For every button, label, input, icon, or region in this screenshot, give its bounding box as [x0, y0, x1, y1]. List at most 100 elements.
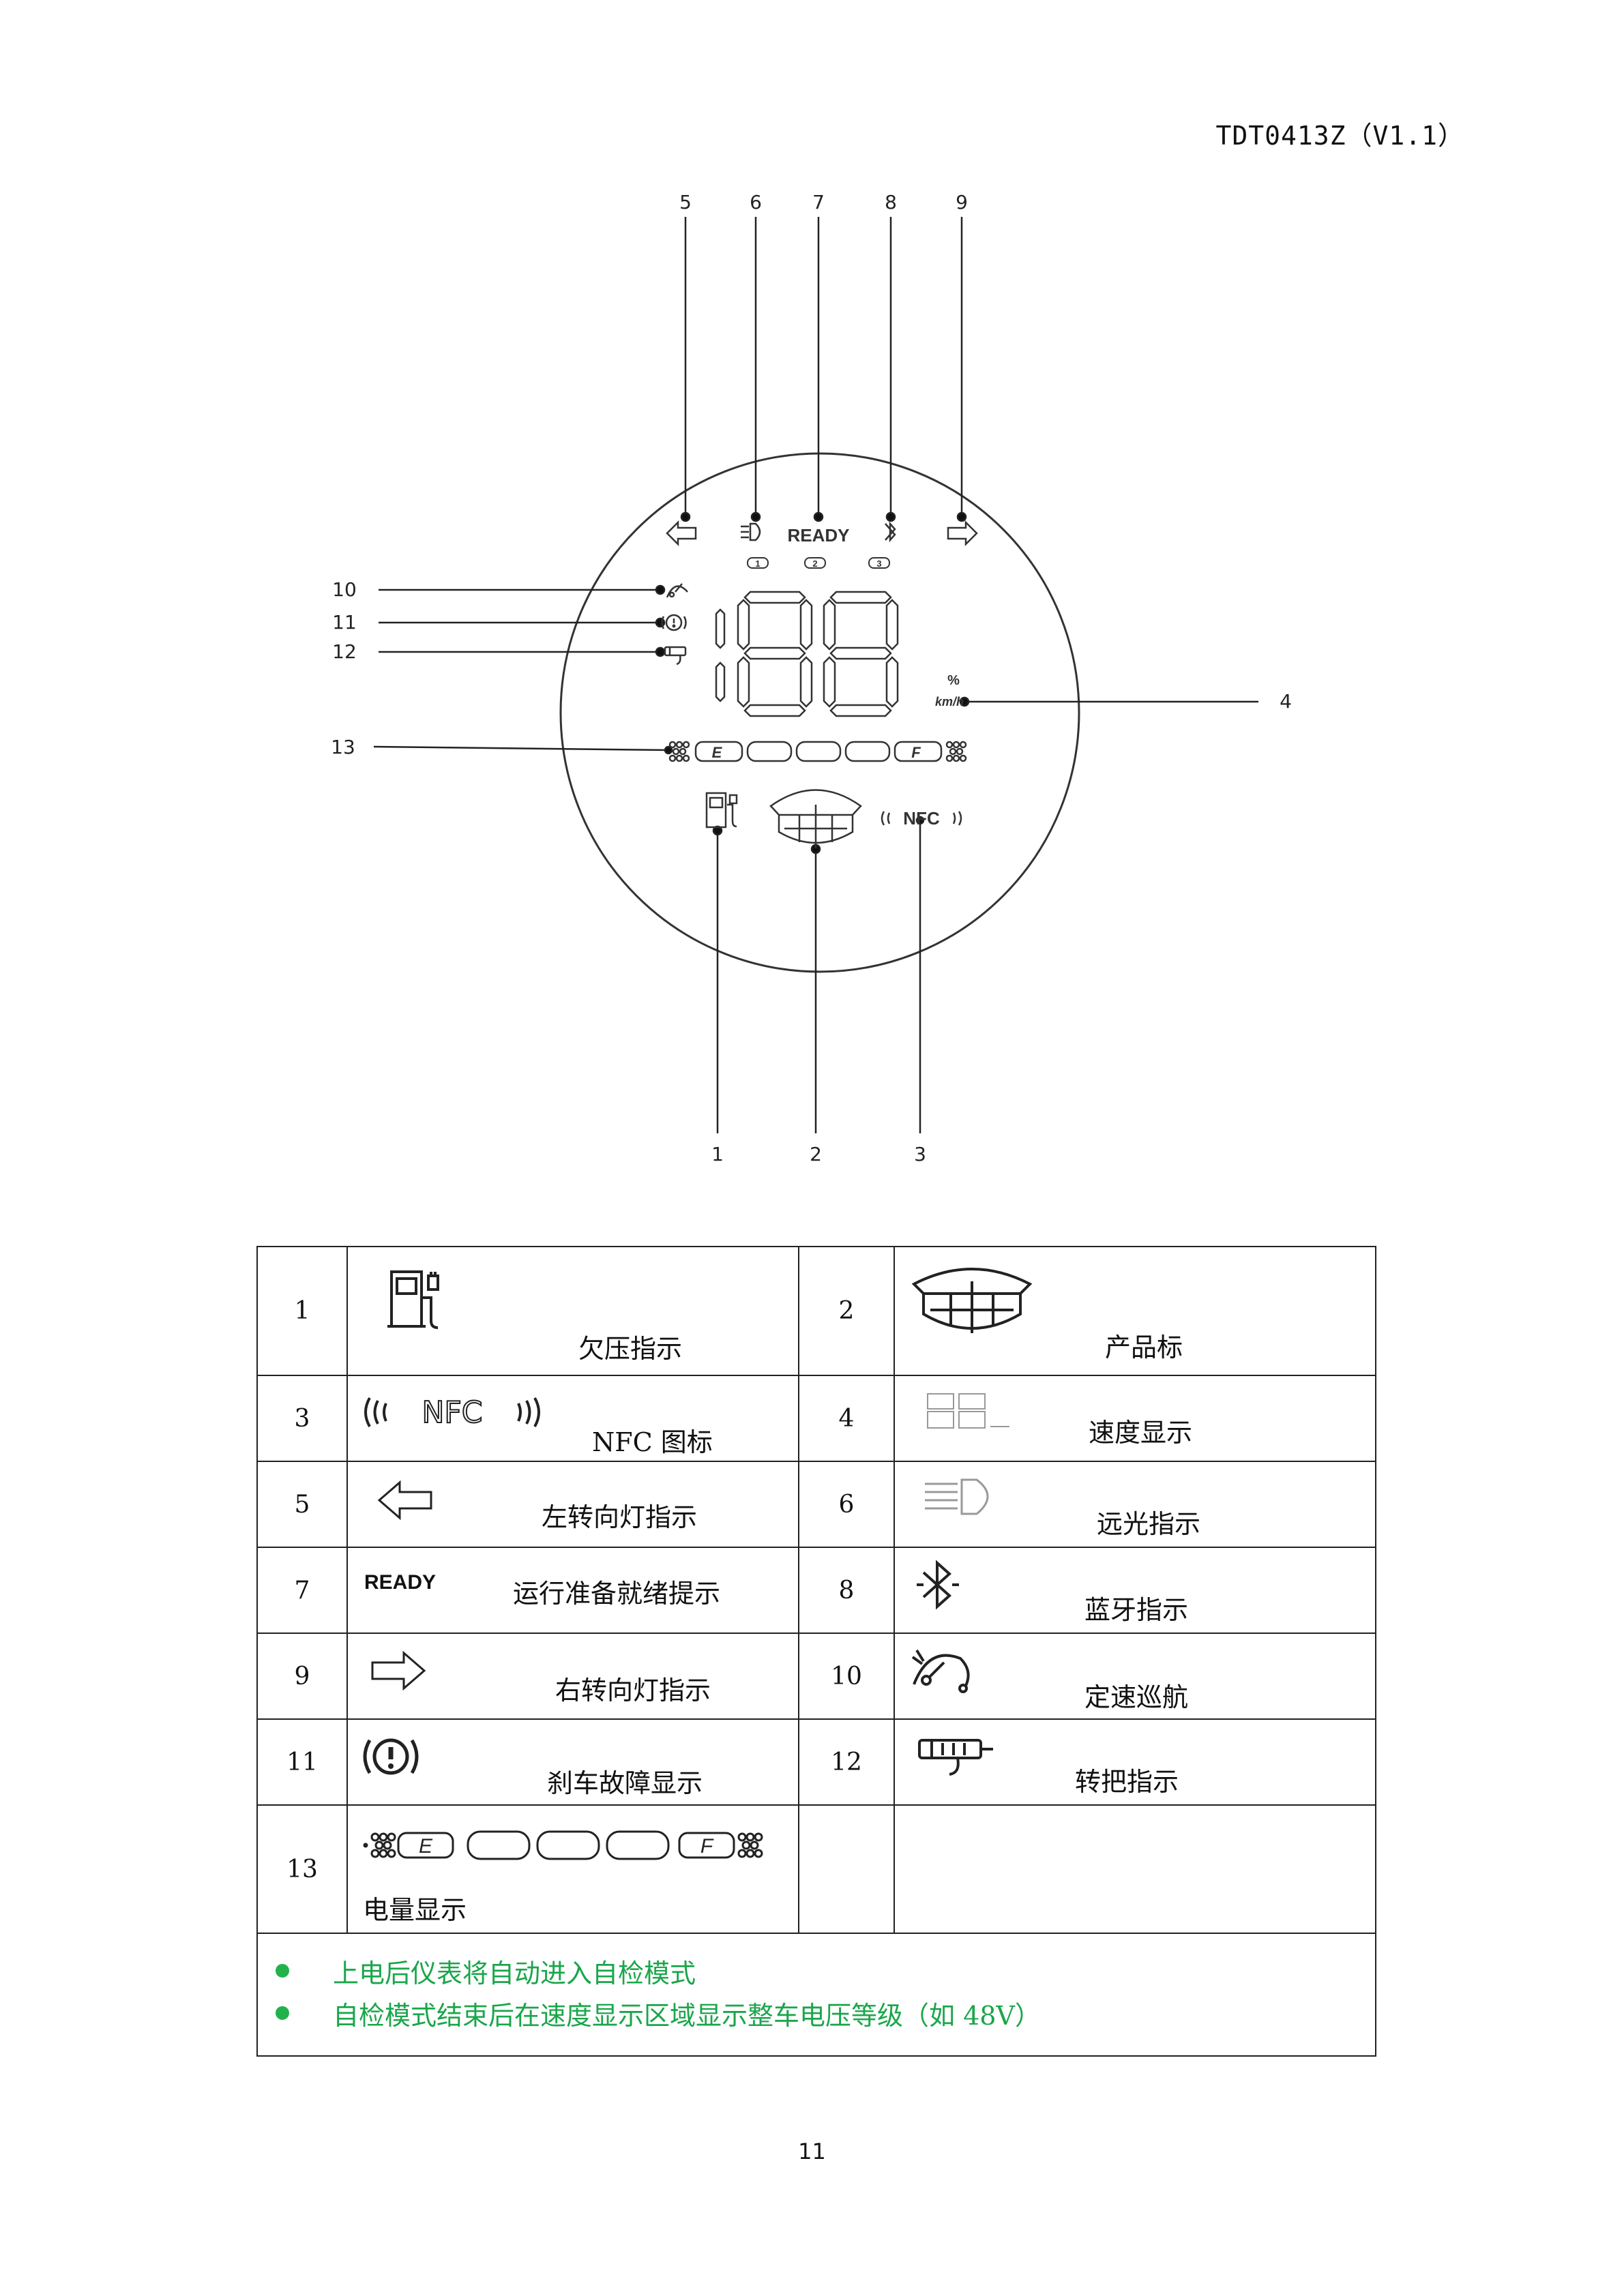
row-number: 3 [256, 1375, 348, 1462]
left-arrow-icon [377, 1480, 432, 1521]
row-number: 10 [798, 1632, 895, 1720]
bluetooth-icon [917, 1560, 959, 1610]
product-logo-icon [769, 789, 862, 848]
callout-4: 4 [1280, 690, 1292, 713]
instrument-panel-diagram: 5 6 7 8 9 10 11 12 13 4 1 2 3 READY 1 2 … [331, 191, 1292, 1165]
table-row: 11 刹车故障显示 12 转把指示 [256, 1718, 1376, 1806]
row-number: 9 [256, 1632, 348, 1720]
product-logo-icon [911, 1268, 1033, 1333]
bluetooth-icon [885, 521, 896, 543]
callout-9: 9 [956, 191, 968, 213]
battery-f-text: F [700, 1835, 714, 1858]
row-label: NFC 图标 [592, 1427, 713, 1457]
nfc-icon [881, 811, 962, 826]
row-label: 转把指示 [1075, 1767, 1179, 1797]
throttle-grip-icon [664, 646, 687, 666]
row-number: 5 [256, 1461, 348, 1548]
callout-10: 10 [332, 578, 357, 601]
right-arrow-icon [947, 520, 978, 547]
row-number: 13 [256, 1804, 348, 1934]
speed-digits-icon [927, 1393, 1009, 1429]
ready-icon: READY [364, 1571, 437, 1594]
page-number: 11 [798, 2138, 826, 2164]
table-row: 13 E F 电量 [256, 1804, 1376, 1934]
row-label: 运行准备就绪提示 [513, 1579, 721, 1609]
speed-digits [715, 591, 899, 717]
table-row: 1 欠压指示 2 产品标 [256, 1246, 1376, 1376]
note-text: 上电后仪表将自动进入自检模式 [333, 1958, 696, 1988]
callout-1: 1 [711, 1143, 724, 1165]
table-row: 3 NFC NFC 图标 4 速度显示 [256, 1375, 1376, 1462]
row-label: 刹车故障显示 [547, 1768, 703, 1798]
left-arrow-icon [666, 520, 697, 547]
cruise-control-icon [911, 1649, 970, 1693]
row-label: 速度显示 [1089, 1418, 1193, 1448]
row-number: 4 [798, 1375, 895, 1462]
row-label: 定速巡航 [1084, 1682, 1189, 1712]
callout-2: 2 [810, 1143, 822, 1165]
fuel-pump-charger-icon [705, 792, 738, 829]
gear-1-label: 1 [755, 558, 760, 569]
gear-indicators: 1 2 3 [747, 557, 890, 569]
high-beam-icon [741, 522, 761, 541]
ready-indicator: READY [787, 525, 849, 546]
note-item: 自检模式结束后在速度显示区域显示整车电压等级（如 48V） [273, 1992, 1360, 2034]
battery-full-label: F [911, 744, 921, 761]
notes-row: 上电后仪表将自动进入自检模式 自检模式结束后在速度显示区域显示整车电压等级（如 … [256, 1933, 1376, 2057]
callout-13: 13 [331, 736, 355, 758]
brake-fault-icon [363, 1738, 419, 1775]
nfc-icon-text: NFC [422, 1395, 483, 1430]
right-arrow-icon [371, 1650, 426, 1691]
row-number: 7 [256, 1547, 348, 1634]
table-row: 7 READY 运行准备就绪提示 8 蓝牙指示 [256, 1547, 1376, 1634]
gear-3-label: 3 [876, 558, 881, 569]
battery-level-bar [668, 741, 967, 762]
table-row: 5 左转向灯指示 6 远光指示 [256, 1461, 1376, 1548]
row-label: 右转向灯指示 [555, 1675, 711, 1705]
row-label: 左转向灯指示 [542, 1502, 698, 1532]
row-number: 6 [798, 1461, 895, 1548]
fuel-pump-charger-icon [387, 1270, 439, 1329]
row-number: 8 [798, 1547, 895, 1634]
note-text: 自检模式结束后在速度显示区域显示整车电压等级（如 48V） [333, 2000, 1041, 2031]
throttle-grip-icon [918, 1739, 993, 1776]
cruise-control-icon [666, 583, 688, 598]
row-number: 12 [798, 1718, 895, 1806]
bullet-icon [276, 2006, 289, 2020]
panel-outline [559, 452, 1080, 973]
nfc-label: NFC [903, 808, 940, 829]
callout-8: 8 [885, 191, 897, 213]
callout-6: 6 [750, 191, 762, 213]
nfc-icon: NFC [364, 1395, 540, 1431]
document-header-id: TDT0413Z（V1.1） [1215, 121, 1464, 151]
battery-e-text: E [419, 1835, 433, 1858]
battery-dots-right [945, 741, 967, 762]
row-number: 11 [256, 1718, 348, 1806]
battery-empty-label: E [712, 744, 723, 761]
callout-7: 7 [812, 191, 825, 213]
note-item: 上电后仪表将自动进入自检模式 [273, 1950, 1360, 1992]
row-label: 蓝牙指示 [1084, 1595, 1189, 1625]
empty-cell [894, 1804, 1376, 1934]
battery-dots-left [668, 741, 690, 762]
high-beam-icon [925, 1478, 989, 1515]
unit-speed: km/h [935, 695, 964, 709]
bullet-icon [276, 1964, 289, 1978]
callout-leaders [373, 217, 1258, 1133]
row-label: 电量显示 [363, 1895, 467, 1925]
callout-12: 12 [332, 640, 357, 663]
row-number: 2 [798, 1246, 895, 1376]
table-row: 9 右转向灯指示 10 定速巡航 [256, 1632, 1376, 1720]
row-label: 远光指示 [1097, 1509, 1201, 1539]
row-label: 产品标 [1105, 1332, 1183, 1362]
legend-table: 1 欠压指示 2 产品标 [256, 1246, 1376, 2057]
unit-percent: % [947, 673, 960, 688]
row-label: 欠压指示 [578, 1334, 683, 1364]
gear-2-label: 2 [812, 558, 817, 569]
row-number: 1 [256, 1246, 348, 1376]
brake-fault-icon [661, 614, 687, 631]
row-number [798, 1804, 895, 1934]
callout-11: 11 [332, 611, 357, 633]
battery-level-icon: E F [363, 1830, 763, 1860]
callout-5: 5 [679, 191, 692, 213]
